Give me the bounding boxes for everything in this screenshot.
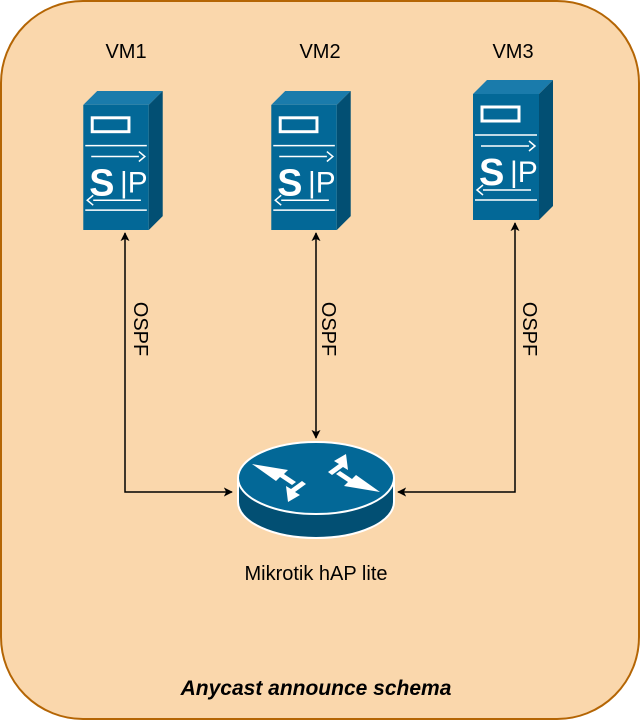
vm2-label: VM2 [299, 41, 340, 63]
router-icon [237, 441, 395, 539]
vm2-link-label: OSPF [317, 302, 339, 356]
vm3-link-label: OSPF [518, 302, 540, 356]
router-label: Mikrotik hAP lite [244, 563, 387, 585]
vm1-link-label: OSPF [129, 302, 151, 356]
vm3-label: VM3 [492, 41, 533, 63]
vm1-label: VM1 [105, 41, 146, 63]
diagram-caption: Anycast announce schema [180, 677, 452, 700]
vm3-router-link [397, 222, 520, 497]
vm2-sip-server-icon [270, 91, 352, 230]
vm1-sip-server-icon [82, 91, 164, 230]
vm1-router-link [120, 232, 233, 497]
vm3-sip-server-icon [471, 80, 555, 220]
